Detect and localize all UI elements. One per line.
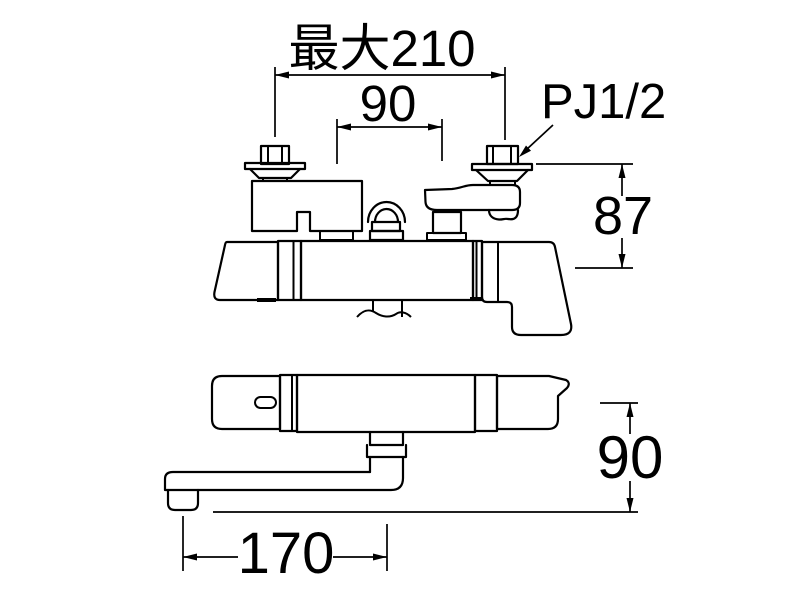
dim-label-max-width: 最大210 bbox=[288, 20, 475, 77]
right-union-plate bbox=[470, 162, 534, 172]
dimension-wall-to-center: 87 bbox=[536, 163, 653, 269]
left-band-side bbox=[278, 373, 299, 433]
arrow-left bbox=[183, 553, 197, 561]
body-center-side bbox=[295, 373, 477, 434]
body-center-front bbox=[299, 239, 475, 302]
left-union-plate bbox=[243, 161, 307, 171]
front-view bbox=[213, 144, 573, 337]
side-view bbox=[163, 373, 570, 512]
arrow-left bbox=[275, 71, 289, 79]
left-cover-base bbox=[319, 230, 354, 241]
inlet-block bbox=[431, 210, 463, 235]
crank-arm-nub bbox=[487, 208, 520, 221]
arrow-up bbox=[626, 403, 634, 417]
left-handle-front bbox=[213, 240, 280, 302]
dim-label-inlet-span: 90 bbox=[360, 75, 417, 132]
annotation-thread: PJ1/2 bbox=[519, 75, 666, 157]
flow-handle-side bbox=[495, 374, 570, 431]
shower-outlet-loop bbox=[366, 200, 407, 242]
dim-label-spout-reach: 170 bbox=[238, 521, 335, 586]
loop-outer bbox=[366, 200, 407, 224]
right-union-nut bbox=[485, 144, 520, 166]
arrow-down bbox=[626, 498, 634, 512]
left-ring-band bbox=[276, 239, 303, 302]
right-band-side bbox=[473, 373, 499, 433]
loop-base-upper bbox=[370, 220, 402, 233]
right-handle-front bbox=[480, 240, 573, 337]
dimension-spout-reach: 170 bbox=[182, 516, 388, 586]
arrow-down bbox=[618, 254, 626, 268]
arrow-right bbox=[373, 553, 387, 561]
crank-arm bbox=[423, 183, 522, 212]
dimension-spout-drop: 90 bbox=[213, 402, 664, 513]
arrow-up bbox=[618, 164, 626, 178]
arrow-left bbox=[337, 123, 351, 131]
spout-tip bbox=[166, 488, 200, 512]
right-union-cone bbox=[474, 168, 530, 183]
left-union-nut bbox=[259, 144, 291, 166]
left-cover-block bbox=[250, 179, 364, 233]
spout-connector-lower bbox=[365, 443, 408, 459]
temp-handle-side bbox=[210, 374, 282, 431]
left-wall-union bbox=[243, 144, 307, 182]
loop-base-lower bbox=[368, 229, 405, 242]
dimension-max-width: 最大210 bbox=[274, 20, 506, 140]
right-wall-union bbox=[423, 144, 534, 241]
dim-label-spout-drop: 90 bbox=[597, 424, 664, 491]
indicator-window bbox=[254, 396, 277, 409]
spout-arm bbox=[163, 455, 405, 492]
dimension-inlet-span: 90 bbox=[336, 75, 443, 164]
index-mark-right bbox=[470, 297, 481, 301]
spout-connector-upper bbox=[368, 430, 405, 447]
dim-label-thread: PJ1/2 bbox=[541, 75, 666, 129]
break-line bbox=[356, 309, 412, 318]
arrow-right bbox=[428, 123, 442, 131]
left-union-cone bbox=[248, 167, 302, 180]
spout bbox=[163, 430, 408, 512]
loop-inner bbox=[373, 207, 400, 224]
index-mark-left bbox=[257, 298, 276, 302]
arrow-right bbox=[491, 71, 505, 79]
dim-label-wall-to-center: 87 bbox=[593, 186, 653, 246]
valve-body-front bbox=[213, 239, 573, 337]
arrow-thread bbox=[519, 145, 531, 157]
